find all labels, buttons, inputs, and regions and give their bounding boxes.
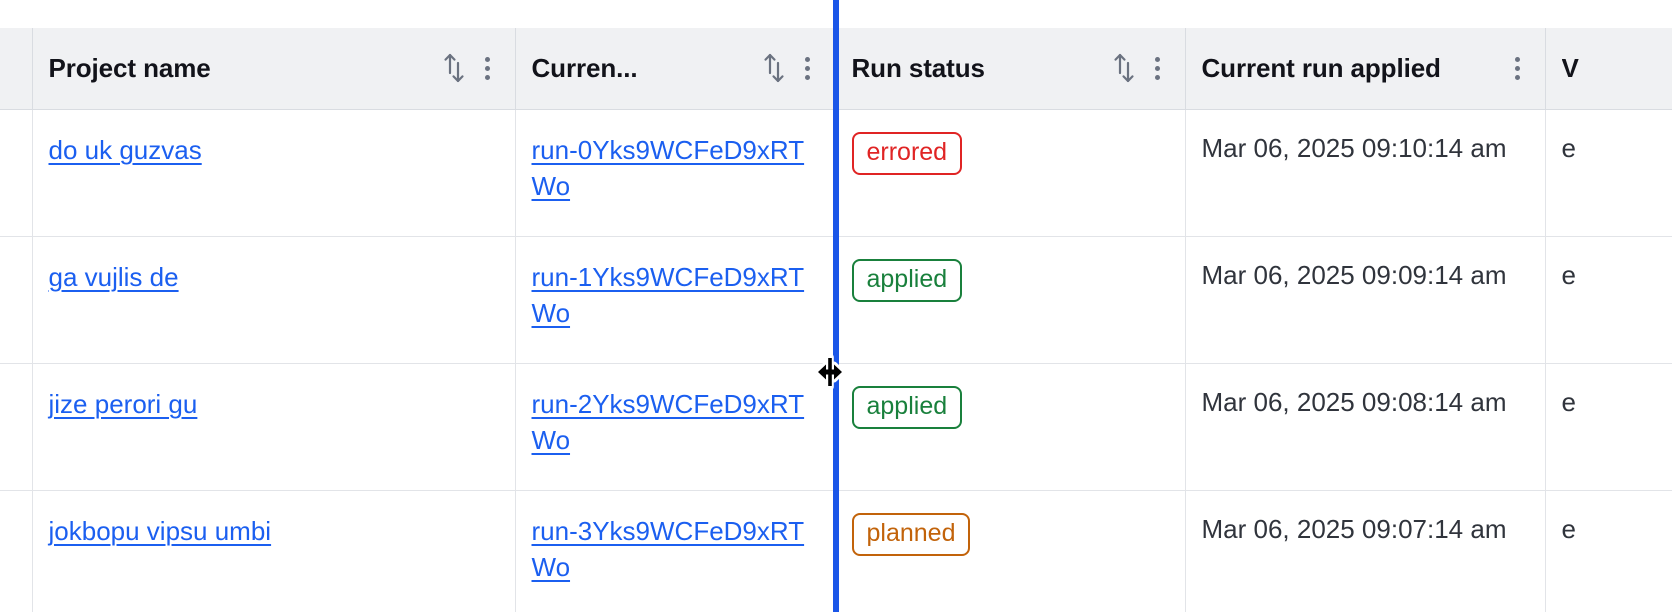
column-header-select bbox=[0, 28, 33, 110]
kebab-dot bbox=[1155, 65, 1160, 71]
cell-current-run-applied: Mar 06, 2025 09:10:14 am bbox=[1185, 109, 1546, 237]
table-header: Project name Curren... Run status Current r… bbox=[0, 28, 1672, 110]
sort-icon[interactable] bbox=[441, 51, 467, 85]
column-header-label: Project name bbox=[48, 52, 211, 83]
column-options-kebab-icon[interactable] bbox=[1507, 53, 1529, 83]
cell-current-run: run-2Yks9WCFeD9xRTWo bbox=[515, 363, 836, 491]
cell-current-run: run-3Yks9WCFeD9xRTWo bbox=[515, 490, 836, 612]
column-header-current[interactable]: Curren... bbox=[515, 28, 836, 110]
applied-timestamp: Mar 06, 2025 09:10:14 am bbox=[1201, 132, 1507, 163]
cell-current-run-applied: Mar 06, 2025 09:09:14 am bbox=[1185, 236, 1546, 364]
cell-project-name: jize perori gu bbox=[32, 363, 516, 491]
status-badge: applied bbox=[851, 385, 963, 429]
cell-current-run-applied: Mar 06, 2025 09:07:14 am bbox=[1185, 490, 1546, 612]
cell-current-run: run-1Yks9WCFeD9xRTWo bbox=[515, 236, 836, 364]
column-header-label: Current run applied bbox=[1201, 52, 1441, 83]
kebab-dot bbox=[485, 65, 490, 71]
table-row[interactable]: ga vujlis de run-1Yks9WCFeD9xRTWo applied M… bbox=[0, 236, 1672, 364]
status-badge: applied bbox=[851, 258, 963, 302]
cell-project-name: ga vujlis de bbox=[32, 236, 516, 364]
kebab-dot bbox=[1515, 65, 1520, 71]
current-run-link[interactable]: run-2Yks9WCFeD9xRTWo bbox=[531, 388, 805, 456]
cell-overflow-column: e bbox=[1545, 236, 1672, 364]
cell-run-status: errored bbox=[835, 109, 1186, 237]
cell-run-status: planned bbox=[835, 490, 1186, 612]
status-badge: planned bbox=[851, 512, 971, 556]
row-select-cell[interactable] bbox=[0, 363, 33, 491]
kebab-dot bbox=[485, 56, 490, 62]
cell-run-status: applied bbox=[835, 363, 1186, 491]
projects-table-container: Project name Curren... Run status Current r… bbox=[0, 28, 1672, 612]
project-name-link[interactable]: jokbopu vipsu umbi bbox=[48, 515, 272, 546]
column-header-applied[interactable]: Current run applied bbox=[1185, 28, 1546, 110]
table-top-padding bbox=[0, 0, 1672, 28]
table-row[interactable]: jize perori gu run-2Yks9WCFeD9xRTWo applie… bbox=[0, 363, 1672, 491]
kebab-dot bbox=[1155, 74, 1160, 80]
row-select-cell[interactable] bbox=[0, 109, 33, 237]
column-header-overflow[interactable]: V bbox=[1545, 28, 1672, 110]
column-header-label: Run status bbox=[851, 52, 985, 83]
overflow-value: e bbox=[1561, 259, 1576, 290]
cell-project-name: do uk guzvas bbox=[32, 109, 516, 237]
table-row[interactable]: do uk guzvas run-0Yks9WCFeD9xRTWo errored M… bbox=[0, 109, 1672, 237]
cell-overflow-column: e bbox=[1545, 490, 1672, 612]
overflow-value: e bbox=[1561, 513, 1576, 544]
kebab-dot bbox=[805, 74, 810, 80]
cell-project-name: jokbopu vipsu umbi bbox=[32, 490, 516, 612]
column-options-kebab-icon[interactable] bbox=[477, 53, 499, 83]
status-badge: errored bbox=[851, 131, 963, 175]
column-header-label: Curren... bbox=[531, 52, 638, 83]
project-name-link[interactable]: ga vujlis de bbox=[48, 261, 179, 292]
project-name-link[interactable]: jize perori gu bbox=[48, 388, 198, 419]
cell-overflow-column: e bbox=[1545, 109, 1672, 237]
kebab-dot bbox=[805, 65, 810, 71]
applied-timestamp: Mar 06, 2025 09:09:14 am bbox=[1201, 259, 1507, 290]
column-header-project[interactable]: Project name bbox=[32, 28, 516, 110]
column-header-label: V bbox=[1561, 52, 1579, 83]
column-header-status[interactable]: Run status bbox=[835, 28, 1186, 110]
current-run-link[interactable]: run-1Yks9WCFeD9xRTWo bbox=[531, 261, 805, 329]
cell-overflow-column: e bbox=[1545, 363, 1672, 491]
kebab-dot bbox=[1515, 74, 1520, 80]
cell-run-status: applied bbox=[835, 236, 1186, 364]
header-row: Project name Curren... Run status Current r… bbox=[0, 28, 1672, 110]
current-run-link[interactable]: run-3Yks9WCFeD9xRTWo bbox=[531, 515, 805, 583]
table-row[interactable]: jokbopu vipsu umbi run-3Yks9WCFeD9xRTWo pl… bbox=[0, 490, 1672, 612]
sort-icon[interactable] bbox=[1111, 51, 1137, 85]
project-name-link[interactable]: do uk guzvas bbox=[48, 134, 202, 165]
column-options-kebab-icon[interactable] bbox=[797, 53, 819, 83]
kebab-dot bbox=[1515, 56, 1520, 62]
sort-icon[interactable] bbox=[761, 51, 787, 85]
kebab-dot bbox=[485, 74, 490, 80]
kebab-dot bbox=[1155, 56, 1160, 62]
column-options-kebab-icon[interactable] bbox=[1147, 53, 1169, 83]
overflow-value: e bbox=[1561, 132, 1576, 163]
kebab-dot bbox=[805, 56, 810, 62]
row-select-cell[interactable] bbox=[0, 236, 33, 364]
cell-current-run: run-0Yks9WCFeD9xRTWo bbox=[515, 109, 836, 237]
row-select-cell[interactable] bbox=[0, 490, 33, 612]
current-run-link[interactable]: run-0Yks9WCFeD9xRTWo bbox=[531, 134, 805, 202]
applied-timestamp: Mar 06, 2025 09:07:14 am bbox=[1201, 513, 1507, 544]
applied-timestamp: Mar 06, 2025 09:08:14 am bbox=[1201, 386, 1507, 417]
projects-table: Project name Curren... Run status Current r… bbox=[0, 28, 1672, 612]
cell-current-run-applied: Mar 06, 2025 09:08:14 am bbox=[1185, 363, 1546, 491]
overflow-value: e bbox=[1561, 386, 1576, 417]
